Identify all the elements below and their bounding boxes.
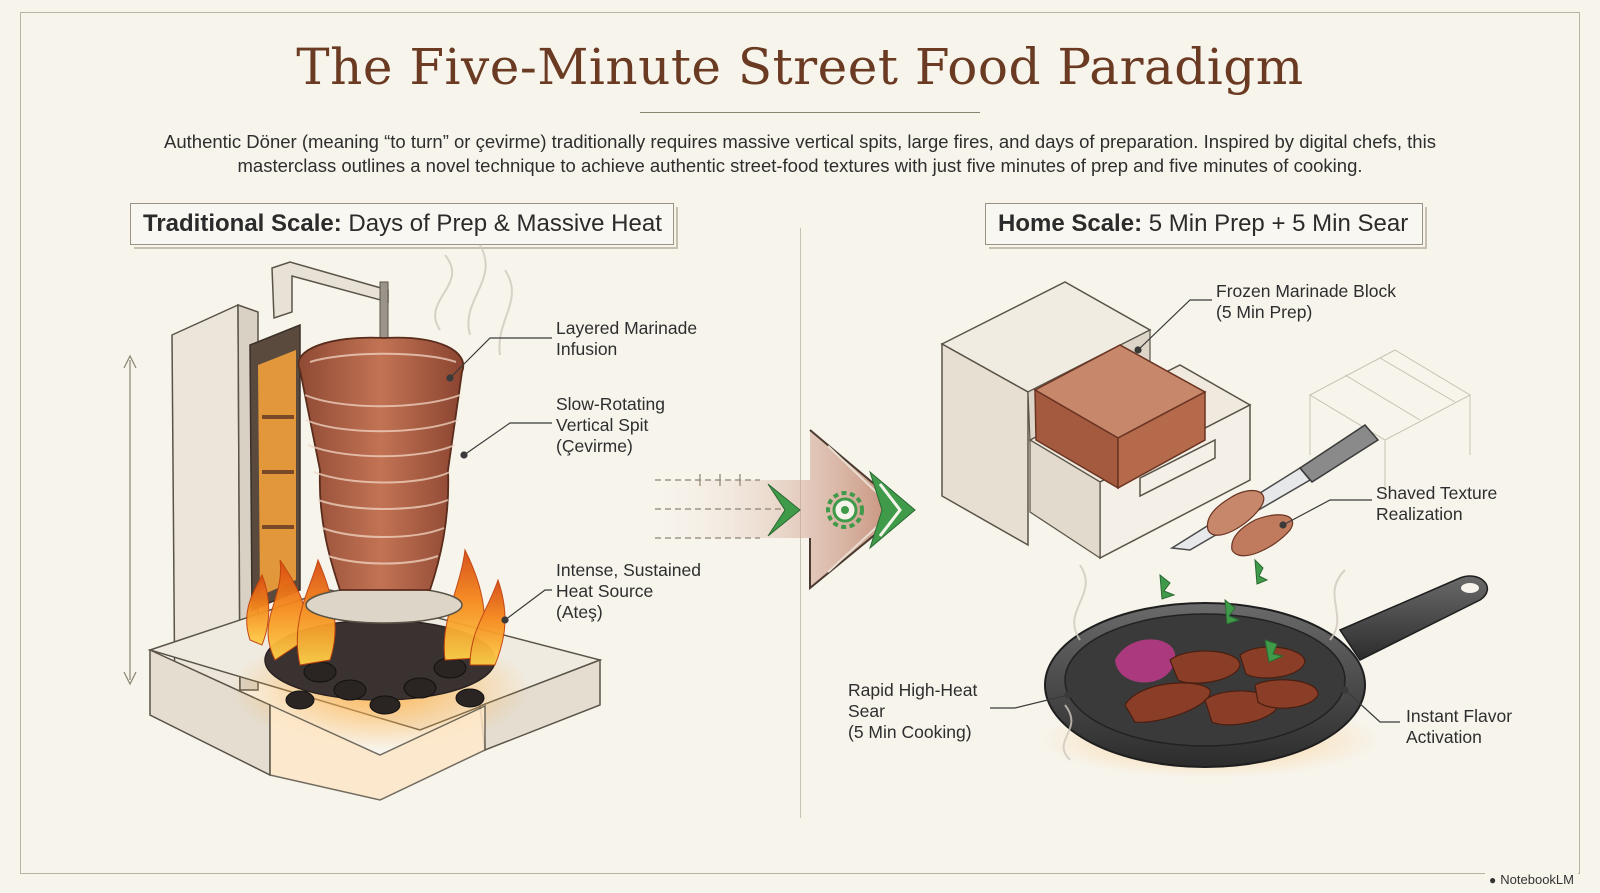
title-underline xyxy=(640,112,980,113)
left-heading-bold: Traditional Scale: xyxy=(143,210,342,237)
vertical-spit-illustration xyxy=(123,261,603,801)
brand-name: NotebookLM xyxy=(1500,872,1574,887)
right-heading-rest: 5 Min Prep + 5 Min Sear xyxy=(1142,210,1409,237)
label-rapid-sear: Rapid High-Heat Sear (5 Min Cooking) xyxy=(848,680,978,742)
left-heading-rest: Days of Prep & Massive Heat xyxy=(341,210,662,237)
right-panel-heading: Home Scale: 5 Min Prep + 5 Min Sear xyxy=(985,203,1423,245)
left-callout-lines xyxy=(446,337,552,624)
page-title: The Five-Minute Street Food Paradigm xyxy=(296,38,1304,96)
outer-frame xyxy=(20,12,1580,874)
label-vertical-spit: Slow-Rotating Vertical Spit (Çevirme) xyxy=(556,394,665,456)
notebooklm-logo-icon: ● xyxy=(1489,872,1497,887)
right-callout-lines xyxy=(990,299,1400,723)
freezer-drawer-illustration xyxy=(940,281,1472,560)
smoke-wisps-left xyxy=(434,244,513,356)
label-heat-source: Intense, Sustained Heat Source (Ateş) xyxy=(556,560,701,622)
left-panel-heading: Traditional Scale: Days of Prep & Massiv… xyxy=(130,203,674,245)
brand-badge: ● NotebookLM xyxy=(1485,872,1578,887)
gear-icon xyxy=(826,491,864,529)
intro-text: Authentic Döner (meaning “to turn” or çe… xyxy=(164,131,1436,176)
label-layered-marinade: Layered Marinade Infusion xyxy=(556,318,698,359)
label-flavor-activation: Instant Flavor Activation xyxy=(1406,706,1513,747)
label-shaved-texture: Shaved Texture Realization xyxy=(1376,483,1498,524)
label-frozen-block: Frozen Marinade Block (5 Min Prep) xyxy=(1216,281,1396,322)
skillet-illustration xyxy=(1040,558,1489,778)
transition-arrow xyxy=(655,429,916,591)
right-heading-bold: Home Scale: xyxy=(998,210,1143,237)
knife-and-slices xyxy=(1169,424,1380,557)
